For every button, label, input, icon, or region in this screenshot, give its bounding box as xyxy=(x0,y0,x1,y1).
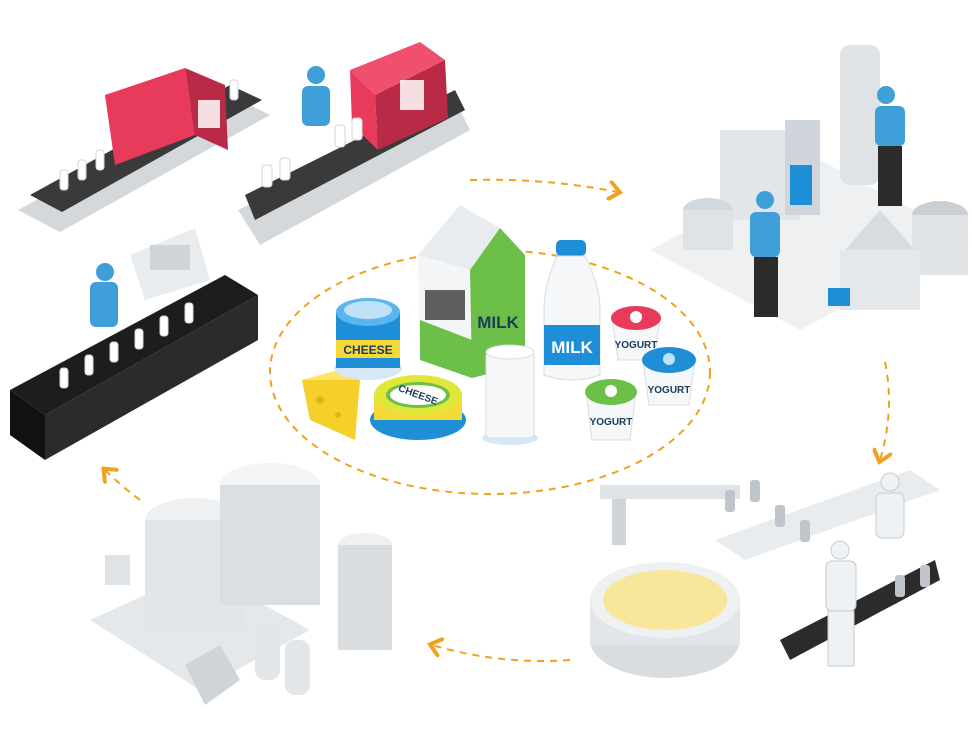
worker xyxy=(825,540,857,667)
cheese-wedge xyxy=(302,368,360,440)
milk-storage-tanks xyxy=(90,463,392,705)
yogurt-cup-green: YOGURT xyxy=(585,379,637,441)
packaging-conveyor-line-1 xyxy=(18,68,270,232)
milk-carton-label: MILK xyxy=(477,313,519,332)
cheese-tub: CHEESE xyxy=(334,298,402,380)
yogurt-cup-blue: YOGURT xyxy=(642,347,696,406)
worker xyxy=(750,191,780,317)
worker xyxy=(90,263,118,327)
yogurt-green-label: YOGURT xyxy=(590,417,633,428)
arrow-to-storage-tanks xyxy=(432,645,571,662)
yogurt-blue-label: YOGURT xyxy=(648,385,691,396)
milk-processing-plant xyxy=(650,45,970,330)
arrow-to-processing xyxy=(469,178,618,192)
cheese-tub-label: CHEESE xyxy=(343,343,392,357)
milk-bottle-label: MILK xyxy=(551,338,593,357)
worker xyxy=(875,472,905,539)
worker xyxy=(875,86,905,206)
milk-carton: MILK xyxy=(418,205,525,378)
cheese-wheel: CHEESE xyxy=(370,375,466,440)
arrow-to-bottling xyxy=(105,470,141,501)
dairy-products: CHEESE MILK MILK xyxy=(302,205,696,445)
milk-glass xyxy=(482,344,538,445)
yogurt-cup-red: YOGURT xyxy=(611,306,661,361)
arrow-to-cheese-vat xyxy=(880,361,889,460)
milk-bottle: MILK xyxy=(543,240,601,381)
flow-arrows xyxy=(105,178,889,662)
worker xyxy=(302,66,330,126)
packaging-conveyor-line-2 xyxy=(238,42,470,245)
cheese-vat-station xyxy=(590,470,940,678)
yogurt-red-label: YOGURT xyxy=(615,340,658,351)
bottling-conveyor-black xyxy=(10,228,258,460)
